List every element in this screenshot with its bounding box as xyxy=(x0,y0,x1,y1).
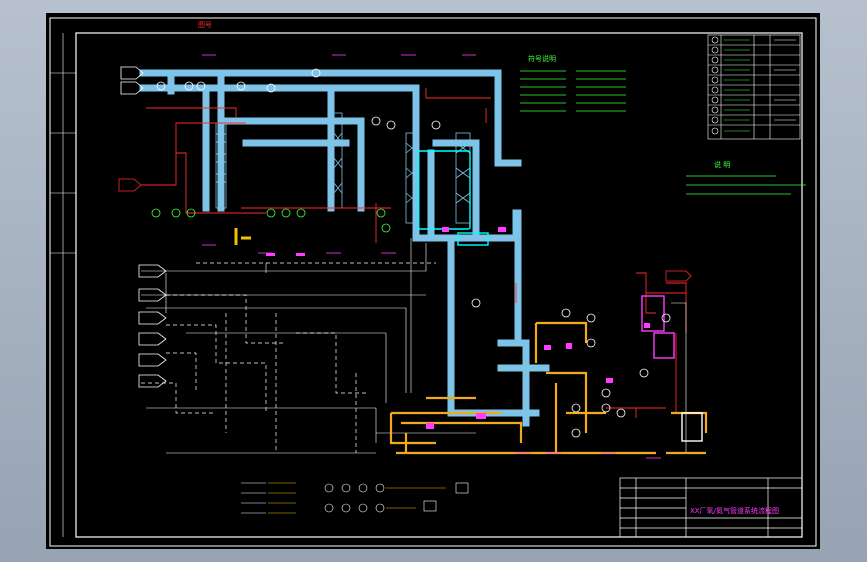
steam-pipes xyxy=(389,321,708,455)
yellow-pipe xyxy=(234,228,251,245)
green-notes xyxy=(520,70,626,112)
sheet-code: 图号 xyxy=(198,21,212,29)
binding-strip xyxy=(50,33,76,537)
legend-table xyxy=(707,34,801,140)
process-flow-diagram: 图号 xyxy=(49,17,817,547)
red-signal-lines xyxy=(141,88,687,418)
bottom-legend xyxy=(241,482,469,514)
title-block xyxy=(619,477,803,538)
valve-symbols xyxy=(151,68,671,438)
dashed-lines xyxy=(141,262,436,453)
cad-drawing-sheet: 图号 xyxy=(46,13,820,549)
outer-border xyxy=(49,17,817,547)
solid-white-lines xyxy=(141,238,687,454)
inlet-tags xyxy=(118,66,167,388)
inner-border xyxy=(75,32,803,538)
instrument-tags xyxy=(202,54,661,459)
notes-lines xyxy=(686,175,806,195)
lattice-columns xyxy=(215,112,471,224)
legend-title: 符号说明 xyxy=(528,54,556,63)
main-pipeline xyxy=(139,69,550,427)
title-block-name: XX厂氧/氮气管道系统流程图 xyxy=(690,506,779,515)
red-outlet-tag xyxy=(665,270,692,282)
notes-title: 说 明 xyxy=(714,160,730,169)
bottom-legend-text xyxy=(268,482,446,514)
legend-entries xyxy=(711,36,796,135)
magenta-blocks xyxy=(266,227,650,429)
